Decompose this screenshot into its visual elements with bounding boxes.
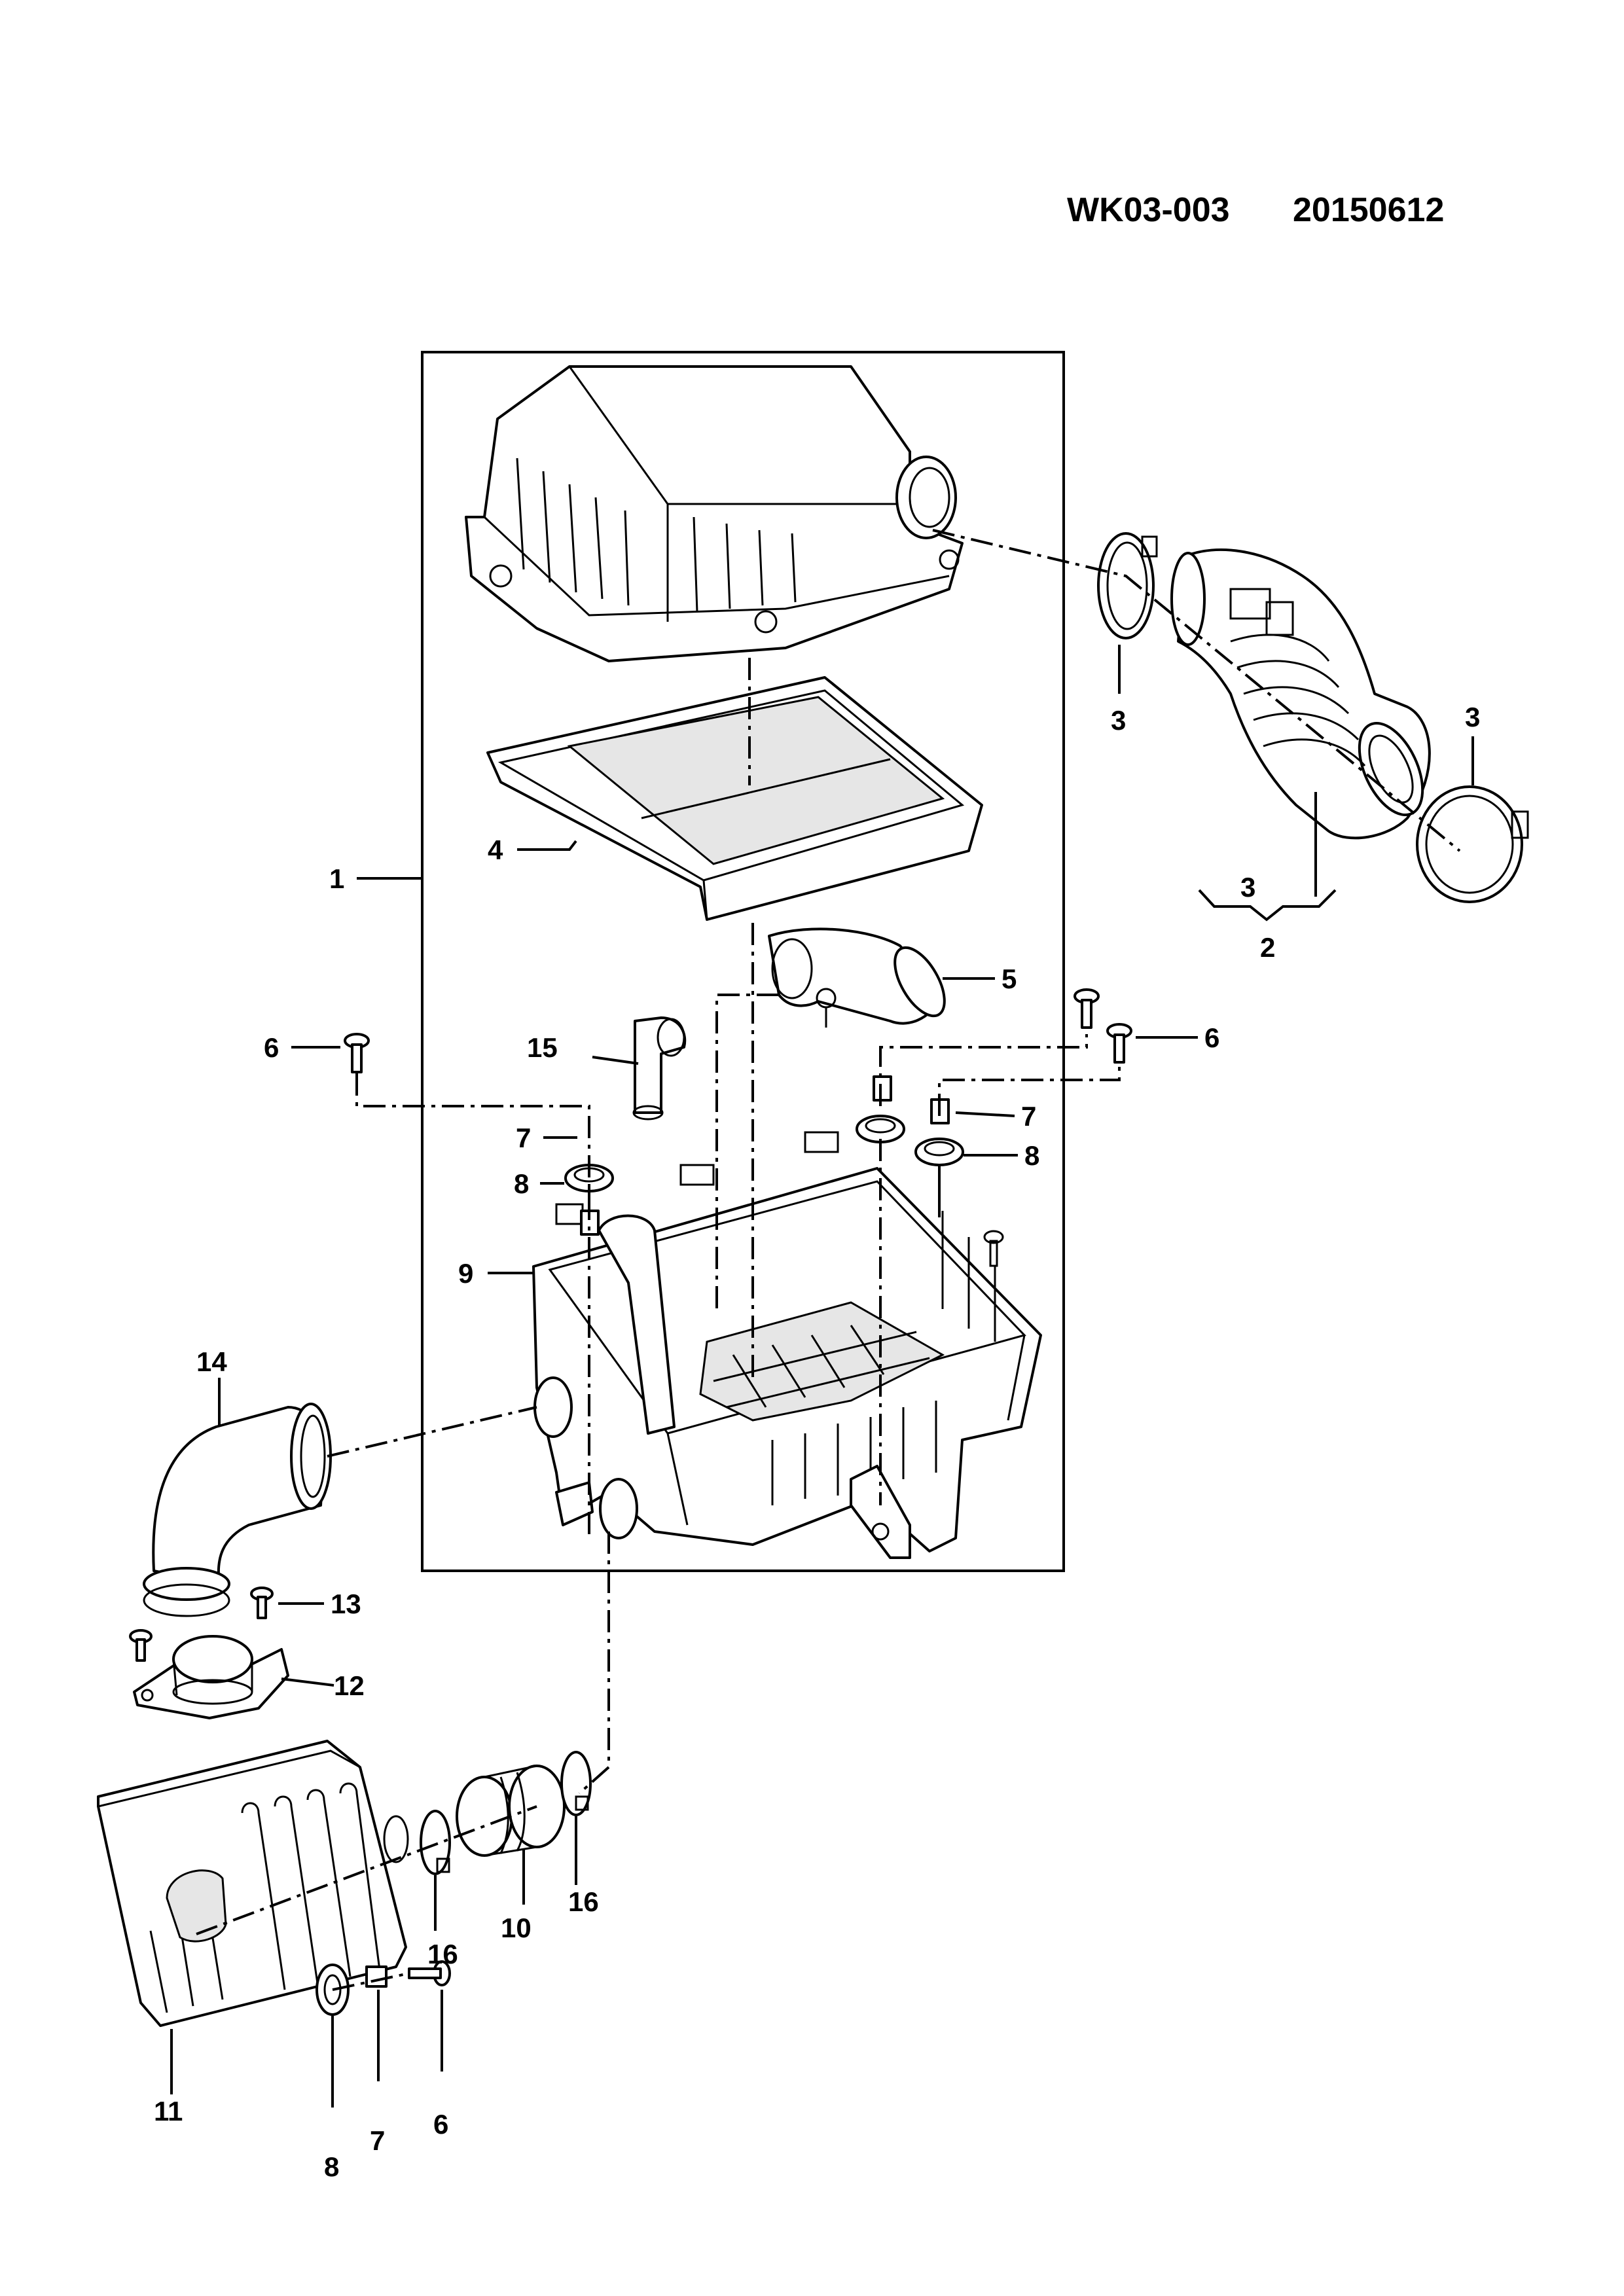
callout-5: 5 — [1001, 963, 1017, 994]
bolt-6-bottom — [408, 1960, 451, 1986]
callout-15: 15 — [527, 1032, 558, 1063]
callout-9: 9 — [458, 1258, 473, 1289]
callout-8-bottom: 8 — [324, 2151, 339, 2182]
drawing-code: WK03-003 — [1067, 191, 1230, 229]
bolt-6-left — [344, 1033, 370, 1073]
callout-16-left: 16 — [427, 1939, 458, 1969]
snorkel-box-11 — [97, 1740, 409, 2027]
drawing-date: 20150612 — [1293, 191, 1444, 229]
callout-13: 13 — [331, 1588, 361, 1619]
callout-7-left: 7 — [516, 1122, 531, 1153]
callout-8-left: 8 — [514, 1168, 529, 1199]
bolt-spare — [983, 1230, 1004, 1267]
callout-7-bottom: 7 — [370, 2125, 385, 2156]
callout-6-right: 6 — [1204, 1022, 1219, 1053]
callout-3-hose-kit: 3 — [1240, 872, 1255, 903]
inlet-sleeve-10 — [456, 1765, 566, 1857]
adapter-plate-12 — [133, 1635, 289, 1719]
callout-14: 14 — [196, 1346, 227, 1377]
elbow-hose-5 — [768, 927, 946, 1028]
callouts: 1 2 3 3 3 4 5 6 6 6 7 7 7 8 8 8 9 10 11 … — [154, 702, 1480, 2182]
callout-7-right: 7 — [1021, 1101, 1036, 1132]
bolt-6-right-upper — [1074, 988, 1100, 1029]
assembly-frame — [421, 351, 1065, 1572]
elbow-fitting-15 — [632, 1016, 687, 1121]
bolt-6-right — [1106, 1023, 1132, 1064]
callout-6-left: 6 — [264, 1032, 279, 1063]
grommet-8-mid — [856, 1115, 905, 1143]
callout-3-lower-clamp: 3 — [1465, 702, 1480, 732]
grommet-8-right — [914, 1138, 964, 1166]
callout-6-bottom: 6 — [433, 2109, 448, 2140]
hose-clamp-3-lower — [1416, 785, 1529, 903]
callout-4: 4 — [488, 834, 503, 865]
callout-12: 12 — [334, 1670, 365, 1701]
callout-2: 2 — [1260, 932, 1275, 963]
callout-10: 10 — [501, 1912, 532, 1943]
bolt-13-b — [129, 1629, 153, 1662]
sleeve-7-mid — [873, 1075, 892, 1102]
upper-housing-cover — [465, 365, 964, 662]
callout-1: 1 — [329, 863, 344, 894]
intake-hose-2 — [1170, 548, 1431, 840]
hose-clamp-16-right — [560, 1751, 592, 1816]
lower-housing — [532, 1131, 1042, 1559]
callout-3-upper-clamp: 3 — [1111, 705, 1126, 736]
elbow-duct-14 — [143, 1403, 332, 1617]
sleeve-7-bottom — [365, 1965, 388, 1988]
filter-element — [486, 676, 983, 921]
callout-11: 11 — [154, 2096, 183, 2126]
hose-clamp-16-left — [420, 1810, 451, 1875]
callout-16-right: 16 — [568, 1886, 599, 1917]
leader-lines — [170, 645, 1474, 2108]
callout-8-right: 8 — [1024, 1140, 1039, 1171]
assembly-lines — [196, 529, 1461, 1991]
bolt-13-a — [250, 1587, 274, 1619]
hose-clamp-3-upper — [1097, 532, 1158, 639]
